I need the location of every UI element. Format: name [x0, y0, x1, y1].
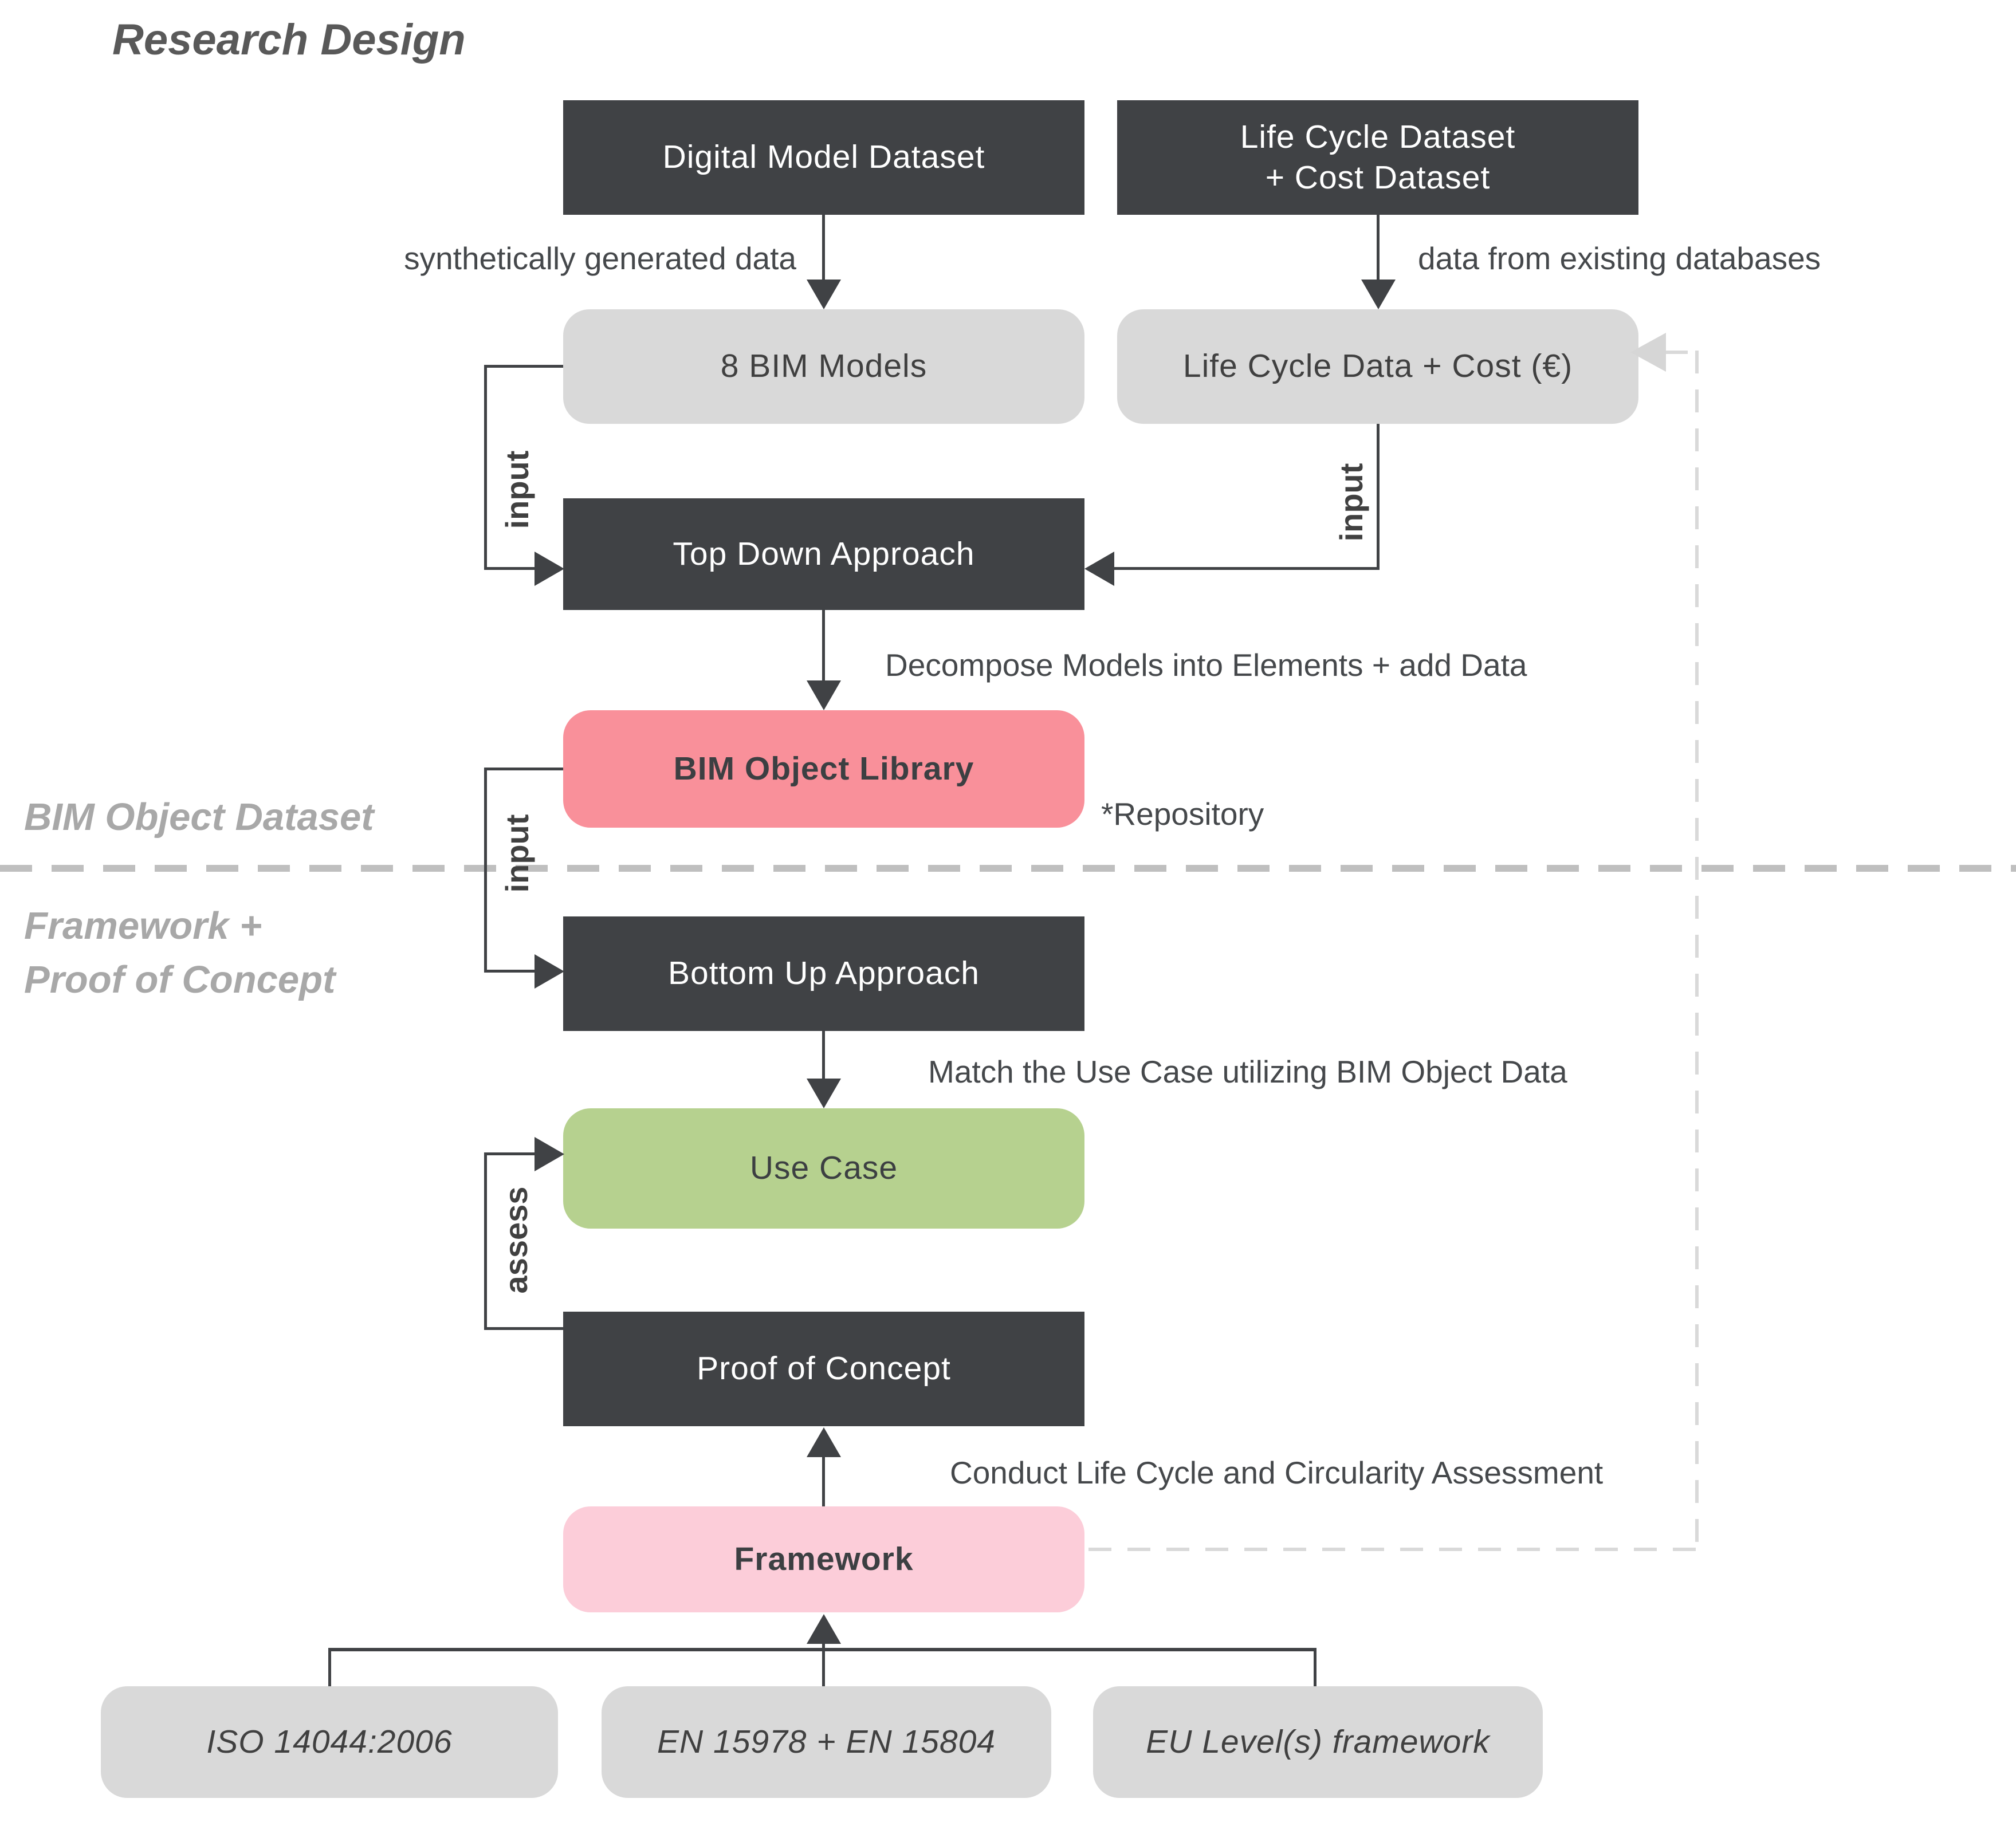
connector-line: [1112, 567, 1380, 570]
node-iso-14044: ISO 14044:2006: [101, 1686, 558, 1798]
node-en-15978-15804: EN 15978 + EN 15804: [602, 1686, 1051, 1798]
connector-line: [1377, 424, 1380, 569]
node-framework: Framework: [563, 1506, 1084, 1612]
connector-line: [484, 970, 536, 973]
node-label: Life Cycle Data + Cost (€): [1182, 348, 1573, 385]
connector-line: [822, 1031, 825, 1085]
node-label-line1: Life Cycle Dataset: [1240, 118, 1516, 155]
node-bottom-up-approach: Bottom Up Approach: [563, 916, 1084, 1031]
node-label: Use Case: [749, 1150, 898, 1187]
connector-line: [822, 1639, 825, 1651]
connector-line: [822, 1456, 825, 1506]
feedback-dashed-line: [1665, 351, 1699, 354]
arrow-right-icon: [535, 552, 564, 586]
arrow-left-icon: [1084, 552, 1114, 586]
page-title: Research Design: [112, 15, 466, 64]
connector-line: [484, 1152, 536, 1155]
arrow-right-icon: [535, 1137, 564, 1171]
connector-line: [822, 610, 825, 687]
arrow-down-icon: [807, 1079, 841, 1108]
annotation-match-use-case: Match the Use Case utilizing BIM Object …: [928, 1054, 1567, 1089]
node-life-cycle-cost-dataset: Life Cycle Dataset + Cost Dataset: [1117, 100, 1638, 215]
node-label: Proof of Concept: [697, 1350, 951, 1387]
node-label: BIM Object Library: [673, 750, 974, 787]
section-label-bim-object-dataset: BIM Object Dataset: [24, 796, 374, 839]
connector-line: [484, 1152, 487, 1330]
arrow-down-icon: [807, 680, 841, 710]
node-label: Top Down Approach: [673, 535, 975, 572]
annotation-conduct-assessment: Conduct Life Cycle and Circularity Asses…: [950, 1455, 1604, 1490]
connector-line: [1377, 215, 1380, 286]
node-use-case: Use Case: [563, 1108, 1084, 1229]
feedback-dashed-line: [1088, 1548, 1699, 1551]
node-eu-levels-framework: EU Level(s) framework: [1093, 1686, 1543, 1798]
connector-line: [484, 567, 536, 570]
node-label: EU Level(s) framework: [1146, 1723, 1490, 1760]
section-label-framework-line1: Framework +: [24, 904, 262, 947]
connector-line: [484, 1327, 563, 1330]
connector-line: [822, 1648, 825, 1686]
edge-label-assess: assess: [497, 1186, 534, 1294]
arrow-left-icon: [1630, 333, 1666, 372]
edge-label-input: input: [498, 450, 535, 529]
connector-line: [822, 215, 825, 286]
feedback-dashed-line: [1695, 351, 1699, 1551]
node-8-bim-models: 8 BIM Models: [563, 309, 1084, 424]
arrow-down-icon: [807, 280, 841, 309]
connector-line: [484, 768, 563, 770]
connector-line: [484, 365, 563, 368]
node-label: ISO 14044:2006: [206, 1723, 453, 1760]
edge-label-input: input: [498, 814, 535, 893]
node-life-cycle-data-cost: Life Cycle Data + Cost (€): [1117, 309, 1638, 424]
node-label-line2: + Cost Dataset: [1265, 159, 1491, 196]
node-label: Digital Model Dataset: [662, 139, 985, 176]
arrow-right-icon: [535, 954, 564, 989]
arrow-down-icon: [1361, 280, 1396, 309]
node-top-down-approach: Top Down Approach: [563, 498, 1084, 610]
node-digital-model-dataset: Digital Model Dataset: [563, 100, 1084, 215]
node-bim-object-library: BIM Object Library: [563, 710, 1084, 828]
connector-line: [484, 365, 487, 570]
connector-line: [1314, 1648, 1317, 1686]
node-label: EN 15978 + EN 15804: [657, 1723, 996, 1760]
connector-line: [328, 1648, 331, 1686]
arrow-up-icon: [807, 1614, 841, 1644]
arrow-up-icon: [807, 1427, 841, 1457]
edge-label-input: input: [1333, 463, 1369, 542]
annotation-decompose: Decompose Models into Elements + add Dat…: [885, 647, 1527, 683]
node-label: 8 BIM Models: [720, 348, 928, 385]
section-separator-dashed-line: [0, 865, 2016, 872]
annotation-repository: *Repository: [1101, 796, 1264, 832]
node-proof-of-concept: Proof of Concept: [563, 1312, 1084, 1426]
annotation-synthetic-data: synthetically generated data: [404, 241, 796, 276]
node-label: Framework: [734, 1540, 914, 1577]
annotation-existing-databases: data from existing databases: [1418, 241, 1821, 276]
node-label: Bottom Up Approach: [668, 955, 980, 992]
section-label-framework-line2: Proof of Concept: [24, 958, 336, 1001]
connector-line: [484, 768, 487, 973]
